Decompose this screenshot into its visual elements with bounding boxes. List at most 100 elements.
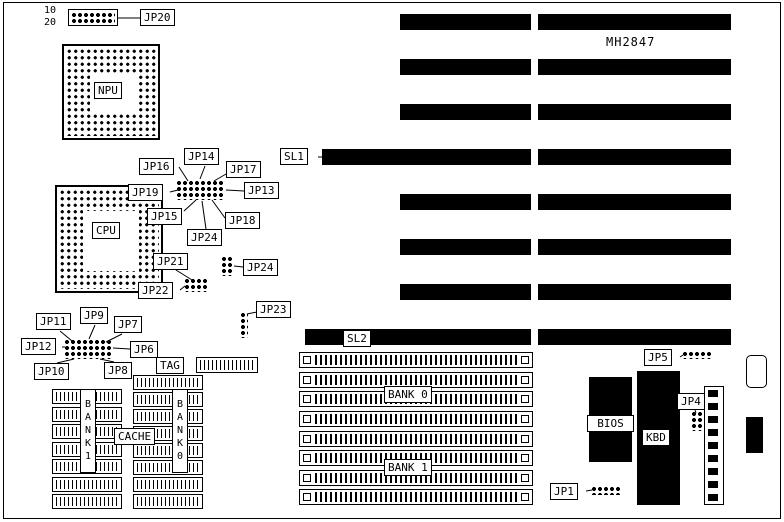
pin10-text: 10 xyxy=(44,5,57,16)
label-jp24-mid: JP24 xyxy=(243,259,278,276)
label-jp14: JP14 xyxy=(184,148,219,165)
simm-end xyxy=(521,356,529,364)
jumper-block-jp4 xyxy=(691,411,703,431)
label-cache: CACHE xyxy=(114,428,156,445)
cache-chip xyxy=(133,409,203,424)
isa-slot-1-left xyxy=(400,14,531,30)
label-jp10: JP10 xyxy=(34,363,69,380)
isa-slot-7-left xyxy=(400,284,531,300)
label-jp7: JP7 xyxy=(114,316,142,333)
pin20-text: 20 xyxy=(44,17,57,28)
label-sl2: SL2 xyxy=(343,330,371,347)
simm-pins xyxy=(315,414,517,424)
cache-chip xyxy=(52,494,122,509)
label-bank1-vertical: BANK1 xyxy=(80,389,96,473)
isa-slot-7-right xyxy=(538,284,731,300)
cpu-socket xyxy=(55,185,163,293)
label-tag: TAG xyxy=(156,357,184,374)
label-sl1: SL1 xyxy=(280,148,308,165)
simm-end xyxy=(521,395,529,403)
simm-end xyxy=(303,454,311,462)
simm-end xyxy=(303,474,311,482)
jumper-block-jp5 xyxy=(682,351,712,359)
model-text: MH2847 xyxy=(606,35,656,49)
label-jp19: JP19 xyxy=(128,184,163,201)
board-outline xyxy=(3,2,781,519)
simm-end xyxy=(521,493,529,501)
isa-slot-8-right xyxy=(538,329,731,345)
simm-end xyxy=(303,435,311,443)
simm-end xyxy=(303,395,311,403)
cache-chip xyxy=(133,460,203,475)
simm-end xyxy=(521,474,529,482)
simm-pins xyxy=(315,492,517,502)
isa-slot-2-left xyxy=(400,59,531,75)
label-jp18: JP18 xyxy=(225,212,260,229)
label-jp21: JP21 xyxy=(153,253,188,270)
isa-slot-1-right xyxy=(538,14,731,30)
simm-end xyxy=(303,415,311,423)
label-bank0: BANK 0 xyxy=(384,386,432,403)
label-jp9: JP9 xyxy=(80,307,108,324)
label-bank0-vertical: BANK0 xyxy=(172,389,188,473)
jumper-block-cpu-cluster xyxy=(176,180,224,200)
simm-end xyxy=(521,415,529,423)
label-jp8: JP8 xyxy=(104,362,132,379)
jumper-block-jp21-jp22 xyxy=(184,278,208,292)
simm-pins xyxy=(315,355,517,365)
simm-end xyxy=(303,493,311,501)
simm-pins xyxy=(315,453,517,463)
isa-slot-4-left xyxy=(322,149,531,165)
cpu-socket-center xyxy=(83,211,139,271)
isa-slot-3-right xyxy=(538,104,731,120)
cache-chip xyxy=(133,443,203,458)
label-jp17: JP17 xyxy=(226,161,261,178)
isa-slot-5-left xyxy=(400,194,531,210)
label-jp16: JP16 xyxy=(139,158,174,175)
label-jp12: JP12 xyxy=(21,338,56,355)
pin-field xyxy=(708,390,718,501)
isa-slot-8-left xyxy=(305,329,531,345)
simm-end xyxy=(303,356,311,364)
simm-end xyxy=(521,454,529,462)
cache-chip xyxy=(133,392,203,407)
label-bios: BIOS xyxy=(587,415,634,432)
tag-chip xyxy=(196,357,258,373)
label-jp24-cpu: JP24 xyxy=(187,229,222,246)
power-connector xyxy=(746,355,767,388)
simm-socket xyxy=(299,431,533,447)
jumper-block-jp24 xyxy=(221,256,234,276)
cpu-label: CPU xyxy=(92,222,120,239)
label-jp22: JP22 xyxy=(138,282,173,299)
label-jp13: JP13 xyxy=(244,182,279,199)
jumper-block-jp1 xyxy=(591,486,621,495)
isa-slot-2-right xyxy=(538,59,731,75)
label-jp11: JP11 xyxy=(36,313,71,330)
keyboard-connector xyxy=(746,417,763,453)
cache-chip xyxy=(133,375,203,390)
isa-slot-5-right xyxy=(538,194,731,210)
label-bank1: BANK 1 xyxy=(384,459,432,476)
label-jp23: JP23 xyxy=(256,301,291,318)
simm-pins xyxy=(315,375,517,385)
isa-slot-3-left xyxy=(400,104,531,120)
pin-field xyxy=(71,12,115,23)
npu-label: NPU xyxy=(94,82,122,99)
label-jp4: JP4 xyxy=(677,393,705,410)
jumper-block-jp23 xyxy=(240,312,248,338)
pin-header-jp20 xyxy=(68,9,118,26)
isa-slot-6-right xyxy=(538,239,731,255)
simm-end xyxy=(303,376,311,384)
simm-socket xyxy=(299,489,533,505)
simm-end xyxy=(521,435,529,443)
simm-pins xyxy=(315,473,517,483)
cache-chip xyxy=(52,477,122,492)
jumper-block-left-cluster xyxy=(64,339,112,359)
label-jp5: JP5 xyxy=(644,349,672,366)
isa-slot-6-left xyxy=(400,239,531,255)
simm-socket xyxy=(299,411,533,427)
isa-slot-4-right xyxy=(538,149,731,165)
simm-socket xyxy=(299,352,533,368)
label-jp15: JP15 xyxy=(147,208,182,225)
